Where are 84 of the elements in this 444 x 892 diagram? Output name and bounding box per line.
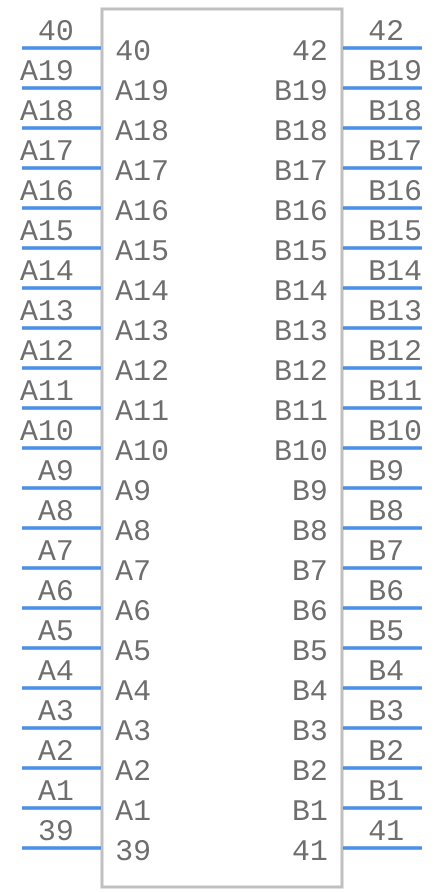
- pin-name: A10: [115, 440, 168, 460]
- pin-number: A13: [20, 300, 72, 320]
- pin-name: A6: [115, 600, 150, 620]
- pin-number: B13: [370, 300, 420, 320]
- pin-number: B1: [370, 780, 403, 800]
- pin-number: A12: [20, 340, 72, 360]
- pin-number: B2: [370, 740, 402, 760]
- pin-number: B18: [370, 100, 420, 120]
- pin-name: A3: [115, 720, 150, 740]
- pin-name: A16: [115, 200, 168, 220]
- pin-name: B16: [276, 200, 326, 220]
- pin-number: B9: [370, 460, 402, 480]
- pin-number: 40: [39, 20, 72, 40]
- pin-name: A2: [115, 760, 149, 780]
- pin-name: B14: [276, 280, 326, 300]
- pin-number: A15: [20, 220, 72, 240]
- pin-name: B9: [294, 480, 326, 500]
- pin-number: B10: [370, 420, 420, 440]
- pin-name: A15: [115, 240, 168, 260]
- pin-name: 42: [293, 40, 326, 60]
- pin-number: A18: [20, 100, 72, 120]
- pin-number: A6: [38, 580, 72, 600]
- pin-name: A9: [115, 480, 149, 500]
- pin-number: B11: [370, 380, 421, 400]
- pin-name: B17: [276, 160, 326, 180]
- pin-number: 39: [40, 820, 72, 840]
- pin-name: B13: [276, 320, 326, 340]
- pin-name: A8: [115, 520, 150, 540]
- pin-name: A13: [115, 320, 168, 340]
- pin-name: A1: [115, 800, 150, 820]
- pin-name: B12: [276, 360, 326, 380]
- pin-number: B8: [370, 500, 402, 520]
- pin-name: B10: [276, 440, 326, 460]
- pin-number: A17: [20, 140, 72, 160]
- pin-number: 42: [370, 20, 402, 40]
- pin-name: A12: [115, 360, 167, 380]
- pin-name: A14: [115, 280, 168, 300]
- pin-number: B16: [370, 180, 420, 200]
- pin-number: A14: [20, 260, 72, 280]
- pin-number: A10: [20, 420, 72, 440]
- pin-name: B4: [294, 680, 326, 700]
- pin-number: B3: [370, 700, 402, 720]
- pin-name: 40: [116, 40, 150, 60]
- pin-name: B1: [294, 800, 326, 820]
- pin-name: B5: [294, 640, 326, 660]
- pin-number: A8: [38, 500, 72, 520]
- pin-name: B15: [276, 240, 326, 260]
- pin-name: B11: [276, 400, 326, 420]
- pin-name: A7: [115, 560, 149, 580]
- pin-name: 41: [293, 840, 326, 860]
- pin-number: B15: [370, 220, 420, 240]
- pin-number: A9: [38, 460, 72, 480]
- pin-name: B7: [294, 560, 326, 580]
- pin-name: B3: [294, 720, 326, 740]
- pin-number: A2: [38, 740, 72, 760]
- pin-number: A7: [38, 540, 72, 560]
- pin-number: B17: [370, 140, 420, 160]
- pin-number: A11: [20, 380, 72, 400]
- pin-number: B7: [370, 540, 402, 560]
- pin-number: A4: [38, 660, 72, 680]
- pin-number: A3: [38, 700, 72, 720]
- pin-name: A5: [115, 640, 150, 660]
- pin-number: A1: [38, 780, 72, 800]
- pin-name: 39: [117, 840, 149, 860]
- pin-number: B4: [370, 660, 403, 680]
- pin-name: A11: [115, 400, 168, 420]
- pin-name: A19: [115, 80, 167, 100]
- pin-number: A5: [38, 620, 72, 640]
- pin-number: B14: [370, 260, 420, 280]
- pin-number: B5: [370, 620, 402, 640]
- pin-number: 41: [370, 820, 403, 840]
- pin-number: A16: [20, 180, 72, 200]
- pin-name: B6: [294, 600, 326, 620]
- pin-number: A19: [20, 60, 72, 80]
- pin-name: B19: [276, 80, 326, 100]
- pin-name: A18: [115, 120, 168, 140]
- pin-number: B12: [370, 340, 420, 360]
- pin-name: B8: [294, 520, 326, 540]
- pin-number: B19: [370, 60, 420, 80]
- pin-name: B2: [294, 760, 326, 780]
- pin-name: B18: [276, 120, 326, 140]
- pin-name: A17: [115, 160, 167, 180]
- pin-number: B6: [370, 580, 402, 600]
- pin-name: A4: [115, 680, 150, 700]
